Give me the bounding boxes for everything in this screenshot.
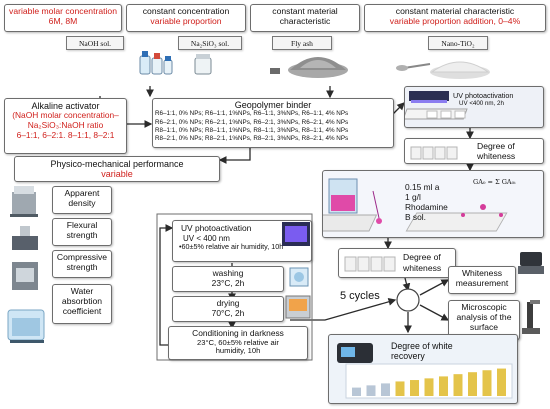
silicate-label: Na₂SiO₃ sol. [178,36,242,50]
compressive-line1: Compressive [56,252,108,262]
compressive-strength-box: Compressive strength [52,250,112,278]
alkaline-activator-box: Alkaline activator (NaOH molar concentra… [4,98,127,154]
uv-top-panel: UV photoactivation UV <400 nm, 2h [404,86,544,128]
water-line2: absorbtion [61,295,103,306]
tio2-label: Nano-TiO₂ [428,36,488,50]
cycle-uv-title: UV photoactivation [181,223,252,233]
material-line2: characteristic [279,15,331,26]
whiteness-measurement-box: Whiteness measurement [448,266,516,294]
uv-top-line2: UV <400 nm, 2h [459,100,504,107]
concentration-line1: constant concentration [142,6,230,16]
cycle-uv-box: UV photoactivation UV < 400 nm •60±5% re… [172,220,312,262]
physico-line1: Physico-mechanical performance [50,159,184,169]
water-line1: Water [70,286,94,296]
washing-title: washing [212,268,244,278]
concentration-header: constant concentration variable proporti… [126,4,246,32]
geopolymer-binder-box: Geopolymer binder R6–1:1, 0% NPs; R6–1:1… [152,98,394,148]
density-line1: Apparent [64,188,100,198]
tio2-header: constant material characteristic variabl… [364,4,546,32]
flexural-line1: Flexural [66,220,98,230]
arrow-to-circle [290,298,397,321]
compressive-line2: strength [66,261,98,272]
recovery-panel: Degree of white recovery [328,334,518,404]
formula: GA₀ = Σ GA₀ᵢ [473,178,516,186]
arrow-circle-measure [419,279,450,296]
rhodamine-illustration [323,178,508,232]
whiteness-mid-line2: whiteness [403,263,442,273]
physico-mechanical-box: Physico-mechanical performance variable [14,156,220,182]
rhodamine-line4: B sol. [405,212,426,222]
washing-b1: 23°C, 2h [211,277,245,288]
rhodamine-line2: 1 g/l [405,192,421,202]
cycles-label: 5 cycles [340,290,380,302]
cycle-uv-b1: UV < 400 nm [183,233,230,243]
binder-grid: R6–1:1, 0% NPs; R6–1:1, 1%NPs, R6–1:1, 3… [153,110,393,143]
uv-top-line1: UV photoactivation [453,91,514,100]
microscopic-line3: surface [469,321,499,332]
device-icon [337,343,373,363]
naoh-label: NaOH sol. [66,36,124,50]
arrow-circle-microscopic [419,304,450,321]
binder-row: R6–2:1, 0% NPs; R6–2:1, 1%NPs, R6–2:1, 3… [155,118,349,126]
flexural-strength-box: Flexural strength [52,218,112,246]
microscopic-line1: Microscopic [461,302,507,312]
arrow-cycle-loop [159,224,174,346]
material-header: constant material characteristic [250,4,360,32]
density-line2: density [68,197,96,208]
drying-b1: 70°C, 2h [211,307,245,318]
rhodamine-line1: 0.15 ml a [405,182,440,192]
apparent-density-box: Apparent density [52,186,112,214]
darkness-title: Conditioning in darkness [192,328,284,338]
arrow-binder-physico [218,147,251,164]
activator-line1: (NaOH molar concentration– [12,110,119,121]
drying-title: drying [216,298,240,308]
cycle-node [396,288,420,312]
whiteness-top-line2: whiteness [477,151,516,161]
microscopic-line2: analysis of the [456,311,512,322]
activator-title: Alkaline activator [31,101,100,111]
rhodamine-panel: 0.15 ml a 1 g/l Rhodamine B sol. GA₀ = Σ… [322,170,544,238]
darkness-box: Conditioning in darkness 23°C, 60±5% rel… [168,326,308,360]
flexural-line2: strength [66,229,98,240]
physico-line2: variable [101,169,133,180]
tio2-line1: constant material characteristic [395,6,515,16]
whiteness-top-line1: Degree of [477,141,515,151]
measurement-line1: Whiteness [461,268,503,278]
sample-tiles-icon [344,256,396,272]
rhodamine-line3: Rhodamine [405,202,448,212]
molar-header: variable molar concentration 6M, 8M [4,4,122,32]
recovery-line2: recovery [391,351,425,361]
molar-line1: variable molar concentration [9,6,117,16]
concentration-line2: variable proportion [150,15,222,26]
microscopic-box: Microscopic analysis of the surface [448,300,520,340]
binder-row: R8–1:1, 0% NPs; R8–1:1, 1%NPs, R8–1:1, 3… [155,126,349,134]
whiteness-mid-panel: Degree of whiteness [338,248,456,278]
activator-line2: Na₂SiO₃:NaOH ratio [27,120,104,130]
arrow-binder-uv [391,102,405,116]
binder-row: R8–2:1, 0% NPs; R8–2:1, 1%NPs, R8–2:1, 3… [155,135,349,143]
molar-line2: 6M, 8M [48,15,78,26]
binder-row: R6–1:1, 0% NPs; R6–1:1, 1%NPs, R6–1:1, 3… [155,110,349,118]
sample-tiles-icon [410,146,458,160]
darkness-b2: humidity, 10h [215,346,261,356]
flyash-label: Fly ash [272,36,332,50]
material-line1: constant material [272,6,338,16]
activator-line3: 6–1:1, 6–2:1. 8–1:1, 8–2:1 [16,129,115,140]
water-absorption-box: Water absorbtion coefficient [52,284,112,324]
cycle-frame [156,213,313,361]
water-line3: coefficient [62,305,102,316]
uv-lamp-icon [405,91,468,120]
drying-box: drying 70°C, 2h [172,296,284,322]
arrow-whiteness-circle [402,277,411,292]
cycle-uv-b2: •60±5% relative air humidity, 10h [179,241,284,251]
darkness-b1: 23°C, 60±5% relative air [197,337,279,347]
whiteness-mid-line1: Degree of [403,252,441,262]
washing-box: washing 23°C, 2h [172,266,284,292]
measurement-line2: measurement [455,277,509,288]
whiteness-top-panel: Degree of whiteness [404,138,544,164]
tio2-line2: variable proportion addition, 0–4% [389,15,521,26]
binder-title: Geopolymer binder [234,100,312,110]
recovery-line1: Degree of white [391,341,453,351]
